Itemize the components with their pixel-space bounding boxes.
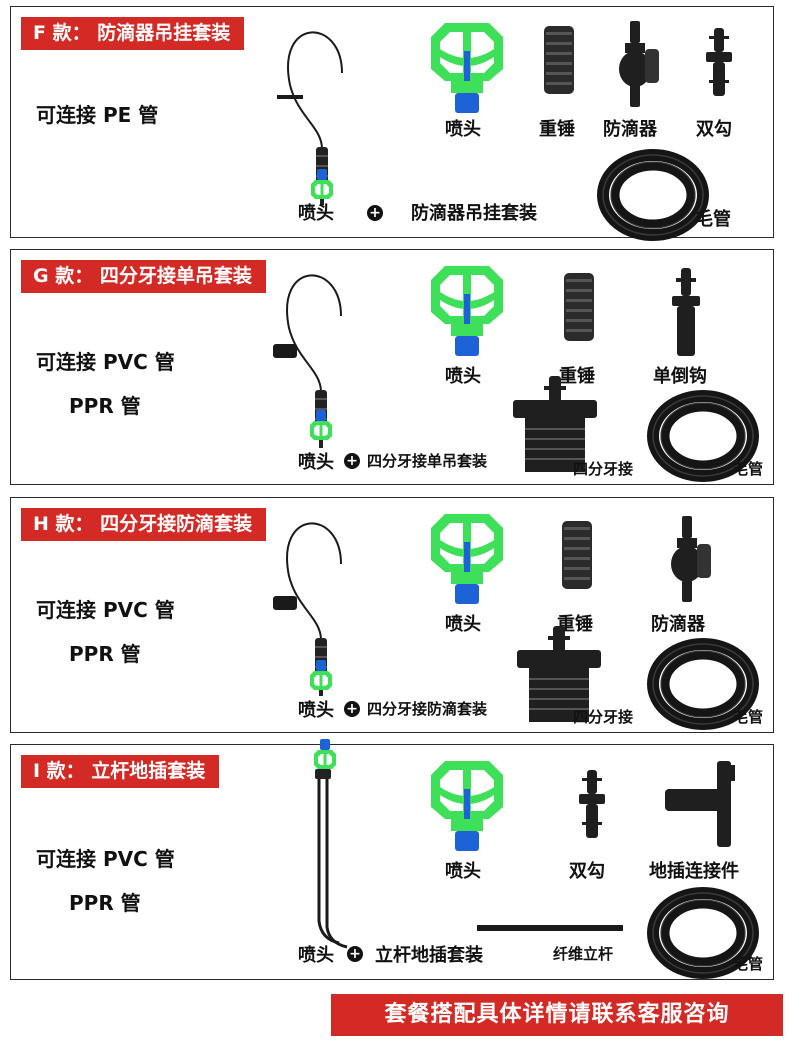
part-label: 重锤: [539, 119, 575, 140]
connect-text: 可连接 PVC 管: [36, 847, 175, 871]
connect-text: 可连接 PVC 管: [36, 350, 175, 374]
plus-icon: +: [367, 205, 383, 221]
connect-text: PPR 管: [69, 891, 141, 915]
assembly-head-label: 喷头: [298, 700, 334, 721]
assembly-head-label: 喷头: [298, 945, 334, 966]
connect-text: 可连接 PVC 管: [36, 598, 175, 622]
weight-image: [562, 521, 592, 589]
contact-banner: 套餐搭配具体详情请联系客服咨询: [331, 994, 783, 1036]
sprinkler-image: [431, 761, 503, 851]
part-label: 双勾: [569, 861, 605, 882]
panel-title-badge: H 款： 四分牙接防滴套装: [21, 508, 267, 541]
panel-title-badge: G 款： 四分牙接单吊套装: [21, 260, 266, 293]
part-label: 防滴器: [603, 119, 657, 140]
part-label: 毛管: [733, 460, 764, 478]
part-label: 防滴器: [651, 614, 705, 635]
part-label: 纤维立杆: [553, 945, 614, 963]
hanging-kit-image: [273, 522, 342, 697]
hanging-kit-image: [277, 31, 343, 206]
part-label: 四分牙接: [573, 460, 634, 478]
antidrip-image: [671, 516, 711, 602]
product-panel-h: H 款： 四分牙接防滴套装 可连接 PVC 管 PPR 管 喷头 + 四分牙接防…: [10, 497, 774, 733]
weight-image: [564, 273, 594, 341]
plus-icon: +: [347, 946, 363, 962]
part-label: 单倒钩: [653, 366, 707, 387]
part-label: 毛管: [695, 209, 731, 230]
part-label: 喷头: [445, 614, 481, 635]
assembly-head-label: 喷头: [298, 203, 334, 224]
part-label: 喷头: [445, 366, 481, 387]
assembly-name-label: 防滴器吊挂套装: [411, 203, 537, 224]
panel-title-badge: I 款： 立杆地插套装: [21, 755, 220, 788]
assembly-name-label: 立杆地插套装: [375, 945, 483, 966]
ground-stake-image: [313, 739, 349, 949]
product-panel-f: F 款： 防滴器吊挂套装 可连接 PE 管 喷头 + 防滴器吊挂套装 喷头 重锤…: [10, 6, 774, 238]
part-label: 双勾: [696, 119, 732, 140]
plus-icon: +: [344, 701, 360, 717]
fiber-rod-image: [477, 925, 623, 931]
connect-text: 可连接 PE 管: [36, 103, 159, 127]
part-label: 四分牙接: [573, 708, 634, 726]
part-label: 喷头: [445, 119, 481, 140]
weight-image: [544, 26, 574, 94]
sprinkler-image: [431, 23, 503, 113]
double-hook-image: [579, 770, 605, 838]
part-label: 重锤: [557, 614, 593, 635]
panel-title-badge: F 款： 防滴器吊挂套装: [21, 17, 245, 50]
part-label: 毛管: [733, 708, 764, 726]
part-label: 重锤: [559, 366, 595, 387]
barb-image: [672, 268, 700, 356]
assembly-name-label: 四分牙接单吊套装: [367, 452, 488, 470]
assembly-head-label: 喷头: [298, 452, 334, 473]
product-panel-g: G 款： 四分牙接单吊套装 可连接 PVC 管 PPR 管 喷头 + 四分牙接单…: [10, 249, 774, 485]
plus-icon: +: [344, 453, 360, 469]
connect-text: PPR 管: [69, 642, 141, 666]
part-label: 喷头: [445, 861, 481, 882]
sprinkler-image: [431, 514, 503, 604]
sprinkler-image: [431, 266, 503, 356]
ground-connector-image: [665, 761, 735, 847]
assembly-name-label: 四分牙接防滴套装: [367, 700, 488, 718]
double-hook-image: [706, 28, 732, 96]
part-label: 毛管: [733, 955, 764, 973]
hanging-kit-image: [273, 274, 342, 449]
part-label: 地插连接件: [649, 861, 739, 882]
connect-text: PPR 管: [69, 394, 141, 418]
product-panel-i: I 款： 立杆地插套装 可连接 PVC 管 PPR 管 喷头 + 立杆地插套装 …: [10, 739, 774, 980]
antidrip-image: [619, 21, 659, 107]
